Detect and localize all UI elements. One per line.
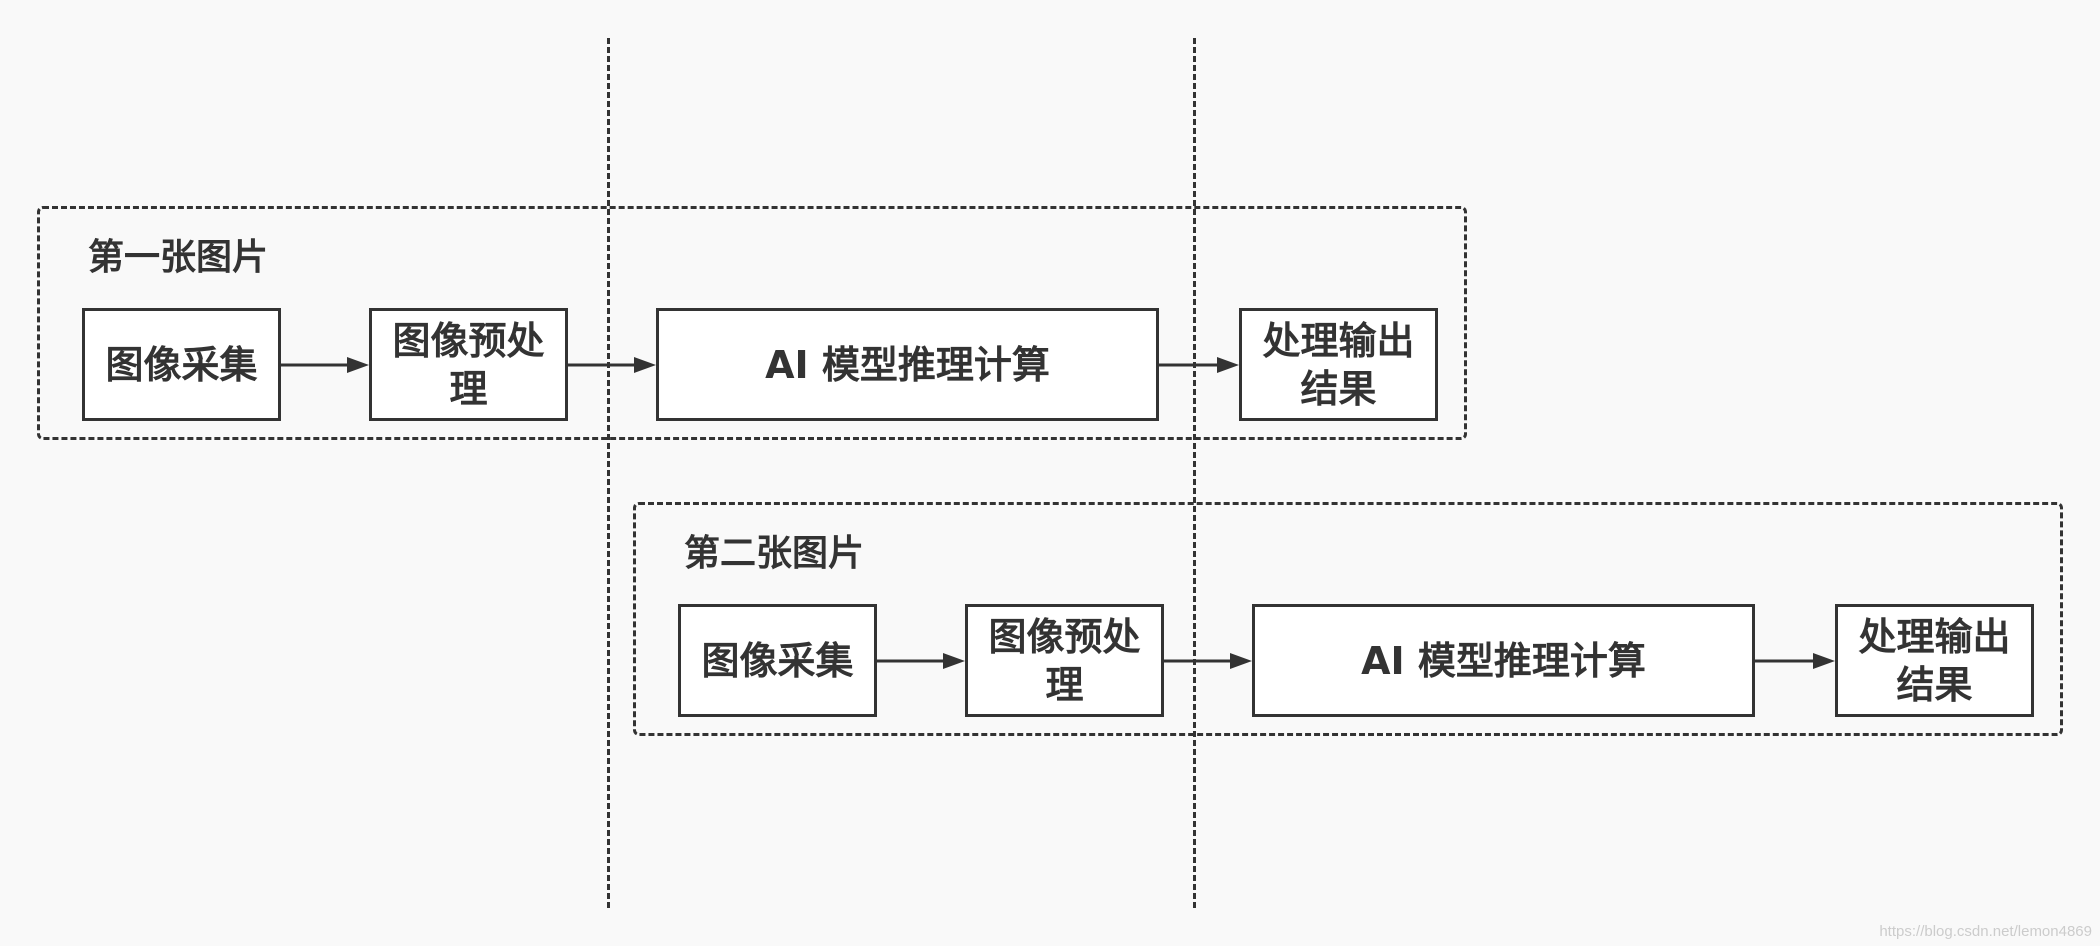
arrow-right-icon: [281, 357, 369, 373]
step-label: 处理输出结果: [1858, 614, 2011, 707]
step-label: 图像采集: [105, 342, 258, 387]
step-label: 处理输出结果: [1262, 318, 1415, 411]
step-label: 图像预处理: [988, 614, 1141, 707]
group-title: 第二张图片: [684, 533, 865, 574]
arrow-right-icon: [568, 357, 656, 373]
step-ai-inference: AI 模型推理计算: [1252, 604, 1755, 717]
step-output: 处理输出结果: [1239, 308, 1438, 421]
vertical-divider-2: [1193, 38, 1196, 908]
vertical-divider-1: [607, 38, 610, 908]
step-ai-inference: AI 模型推理计算: [656, 308, 1159, 421]
step-label: 图像预处理: [392, 318, 545, 411]
group-first-image: [37, 206, 1467, 440]
arrow-right-icon: [1755, 653, 1835, 669]
group-title: 第一张图片: [88, 237, 269, 278]
step-image-capture: 图像采集: [82, 308, 281, 421]
step-label: AI 模型推理计算: [1361, 638, 1646, 683]
group-second-image: [633, 502, 2063, 736]
step-label: AI 模型推理计算: [765, 342, 1050, 387]
watermark: https://blog.csdn.net/lemon4869: [1879, 923, 2092, 940]
arrow-right-icon: [1164, 653, 1252, 669]
step-label: 图像采集: [701, 638, 854, 683]
step-image-capture: 图像采集: [678, 604, 877, 717]
arrow-right-icon: [1159, 357, 1239, 373]
arrow-right-icon: [877, 653, 965, 669]
step-output: 处理输出结果: [1835, 604, 2034, 717]
step-preprocess: 图像预处理: [369, 308, 568, 421]
step-preprocess: 图像预处理: [965, 604, 1164, 717]
